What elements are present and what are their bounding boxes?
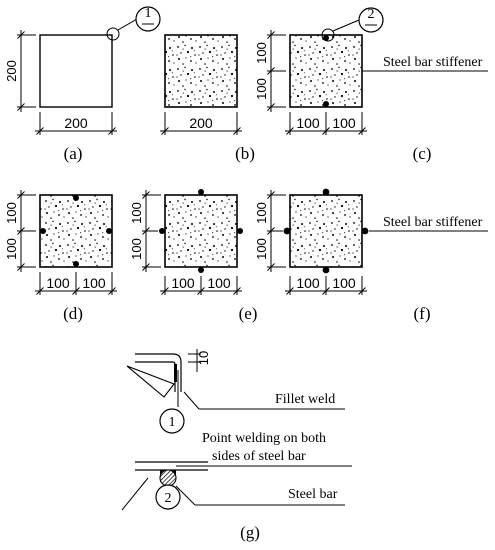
- dimension-label: 100: [4, 202, 19, 224]
- concrete-filled-section: [289, 34, 363, 108]
- horizontal-dimension: [35, 112, 117, 135]
- stiffener-bar-top: [198, 189, 204, 195]
- dimension-label: 100: [254, 78, 269, 100]
- caption-g: (g): [240, 523, 260, 542]
- caption-a: (a): [64, 144, 83, 163]
- steel-bar-leader: [175, 485, 196, 506]
- horizontal-dimension: [285, 112, 367, 135]
- caption-e: (e): [239, 304, 258, 323]
- detail-mark-number: 1: [169, 415, 176, 430]
- stiffener-bar-right: [361, 227, 369, 235]
- dimension-label: 100: [254, 42, 269, 64]
- dimension-label: 100: [46, 275, 70, 291]
- vertical-dimension: [267, 30, 286, 112]
- detail-mark-2: [358, 7, 384, 33]
- inclined-line: [121, 477, 149, 511]
- panel-c: 100 100 100 100 2 Steel bar stiffener (c…: [254, 7, 488, 163]
- horizontal-dimension: [285, 276, 367, 295]
- dimension-label: 100: [129, 238, 144, 260]
- vertical-dimension: [188, 349, 201, 372]
- dimension-label: 200: [64, 115, 88, 131]
- vertical-dimension: [17, 190, 36, 272]
- fillet-weld-label: Fillet weld: [275, 392, 335, 407]
- concrete-filled-section: [289, 194, 363, 268]
- weld-bead: [174, 364, 177, 382]
- point-weld-left: [160, 470, 164, 476]
- stiffener-bar-left: [283, 227, 291, 235]
- dimension-label: 10: [196, 351, 211, 365]
- detail-mark-number: 2: [368, 7, 375, 22]
- dimension-label: 100: [82, 275, 106, 291]
- concrete-filled-section: [164, 34, 238, 108]
- detail-callout-circle: [106, 27, 120, 41]
- dimension-label: 200: [189, 115, 213, 131]
- detail-callout-circle: [321, 28, 335, 42]
- concrete-filled-section: [39, 194, 113, 268]
- panel-d: 100 100 100 100 (d): [4, 190, 117, 323]
- dimension-label: 100: [332, 275, 356, 291]
- horizontal-dimension: [160, 112, 242, 135]
- dimension-label: 100: [296, 115, 320, 131]
- dimension-label: 100: [254, 202, 269, 224]
- dimension-label: 100: [207, 275, 231, 291]
- point-weld-right: [172, 470, 176, 476]
- stiffener-label: Steel bar stiffener: [383, 55, 483, 70]
- stiffener-bar-top: [323, 35, 329, 41]
- detail-mark-2: [155, 484, 181, 510]
- stiffener-bar-right: [106, 228, 112, 234]
- caption-b: (b): [235, 144, 255, 163]
- stiffener-bar-top: [322, 188, 330, 196]
- dimension-label: 100: [129, 202, 144, 224]
- detail-mark-1: [135, 6, 161, 32]
- vertical-dimension: [267, 190, 286, 272]
- stiffener-bar-top: [73, 195, 79, 201]
- detail-1-fillet-weld: 10 Fillet weld 1: [126, 349, 345, 434]
- panel-e: 100 100 100 100 (e): [129, 189, 257, 323]
- panel-b: 200 (b): [160, 34, 255, 163]
- concrete-filled-section: [164, 194, 238, 268]
- stiffener-bar-left: [159, 228, 165, 234]
- dimension-label: 100: [4, 238, 19, 260]
- dimension-label: 200: [4, 60, 19, 82]
- stiffener-bar-bottom: [73, 261, 79, 267]
- stiffener-bar-bottom: [322, 266, 330, 274]
- stiffener-bar-left: [40, 228, 46, 234]
- detail-mark-number: 2: [165, 491, 172, 506]
- stiffener-bar-right: [237, 228, 243, 234]
- horizontal-dimension: [160, 276, 242, 295]
- detail-mark-1: [159, 408, 185, 434]
- dimension-label: 100: [254, 238, 269, 260]
- tube-wall: [135, 461, 208, 471]
- leader-line: [332, 19, 360, 32]
- vertical-dimension: [17, 30, 36, 112]
- stiffener-bar-bottom: [323, 101, 329, 107]
- steel-bar-label: Steel bar: [288, 487, 338, 502]
- detail-2-point-weld: Point welding on both sides of steel bar…: [121, 431, 352, 542]
- dimension-label: 100: [296, 275, 320, 291]
- fillet-weld-leader: [183, 391, 200, 410]
- tube-wall: [135, 353, 182, 392]
- vertical-dimension: [142, 190, 161, 272]
- leader-line: [117, 18, 138, 31]
- dimension-label: 100: [171, 275, 195, 291]
- fillet-weld-triangle: [126, 365, 175, 398]
- point-weld-label-line1: Point welding on both: [202, 431, 326, 446]
- caption-f: (f): [414, 304, 431, 323]
- point-weld-label-line2: sides of steel bar: [212, 449, 306, 464]
- stiffener-label: Steel bar stiffener: [383, 215, 483, 230]
- panel-a: 200 200 1 (a): [4, 6, 161, 163]
- detail-mark-number: 1: [145, 6, 152, 21]
- caption-c: (c): [413, 144, 432, 163]
- stiffener-bar-bottom: [198, 267, 204, 273]
- panel-f: 100 100 100 100 Steel bar stiffener (f): [254, 188, 488, 323]
- dimension-label: 100: [332, 115, 356, 131]
- caption-d: (d): [63, 304, 83, 323]
- plain-square-section: [39, 34, 113, 108]
- horizontal-dimension: [35, 272, 117, 295]
